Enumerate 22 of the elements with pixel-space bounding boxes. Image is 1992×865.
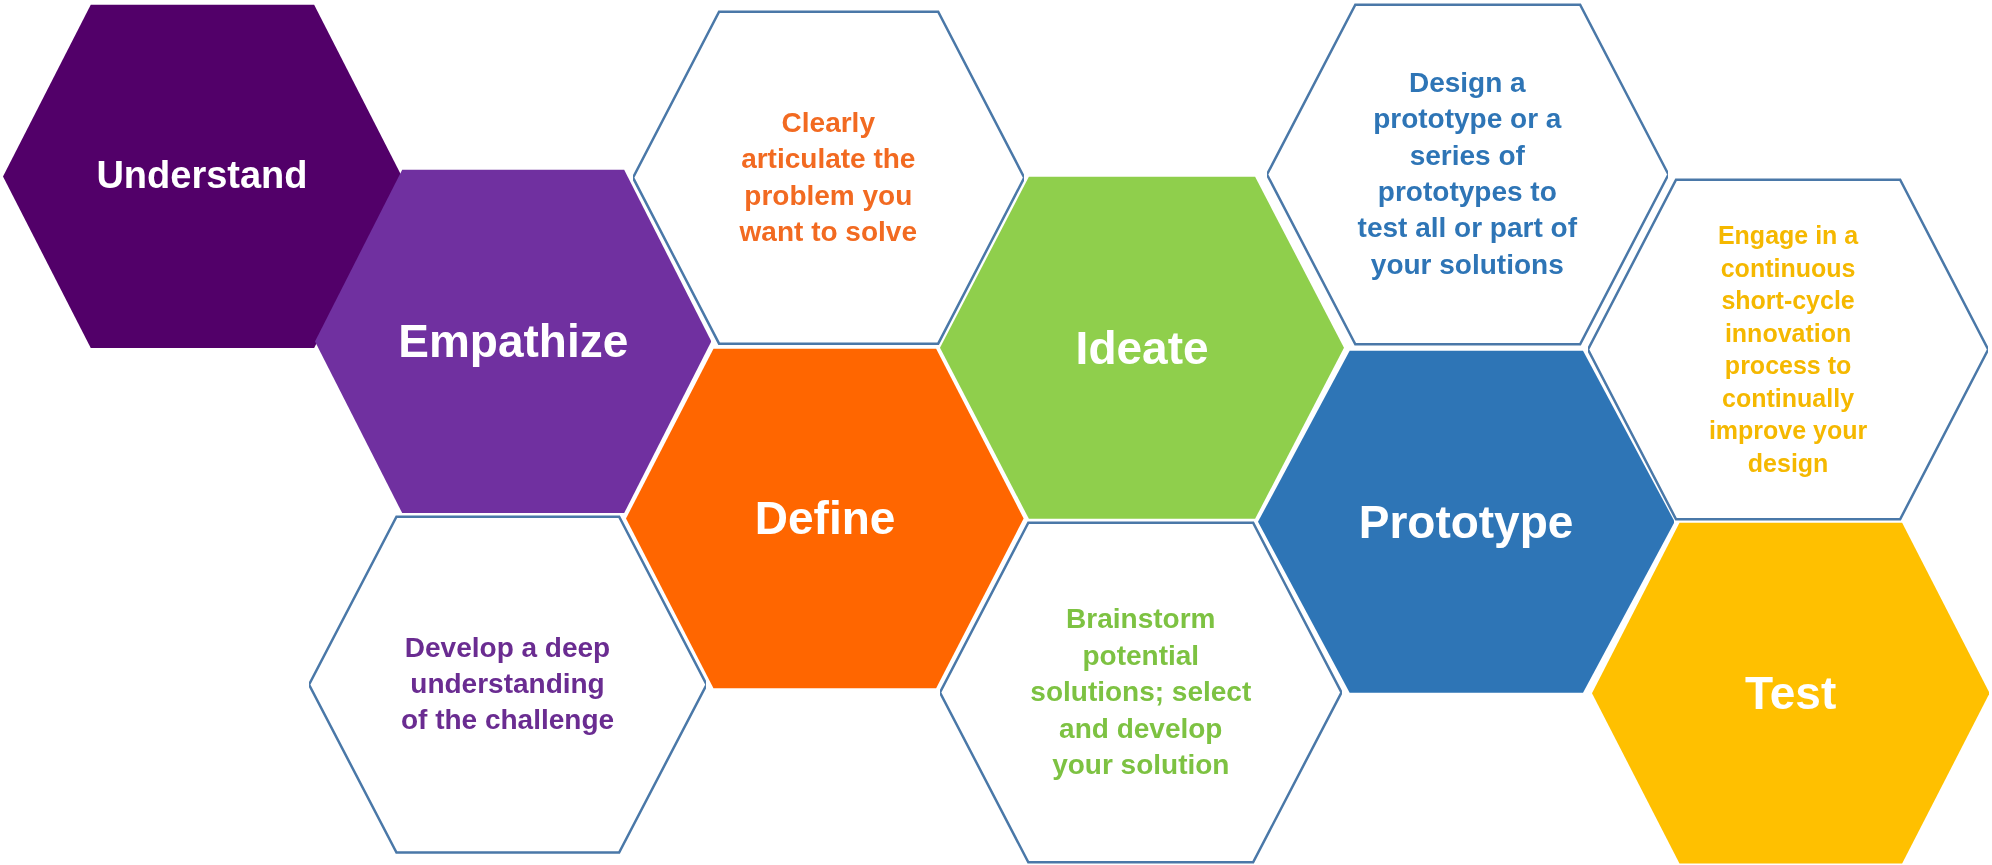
stage-label: Prototype: [1358, 495, 1574, 550]
stage-label: Understand: [96, 154, 308, 198]
description-text: Engage in a continuous short-cycle innovation process to continually improve your design: [1707, 220, 1869, 479]
description-hexagon: [632, 10, 1024, 346]
stage-label: Define: [754, 491, 896, 546]
stage-label: Test: [1745, 666, 1837, 720]
description-text: Brainstorm potential solutions; select and develop your solution: [1029, 602, 1253, 782]
description-hexagon: [308, 514, 707, 854]
stage-hexagon: [1591, 520, 1990, 865]
description-text: Develop a deep understanding of the challenge: [399, 630, 616, 738]
stage-hexagon: [626, 346, 1024, 690]
stage-label: Empathize: [398, 314, 629, 369]
description-hexagon: [1588, 177, 1989, 521]
stage-label: Ideate: [1075, 321, 1209, 376]
stage-hexagon: [1257, 349, 1675, 695]
stage-hexagon: [2, 2, 402, 350]
stage-hexagon: [315, 167, 712, 515]
stage-hexagon: [940, 175, 1345, 521]
description-text: Clearly articulate the problem you want to solve: [738, 106, 918, 250]
description-text: Design a prototype or a series of prototypes to test all or part of your solutions: [1356, 65, 1578, 282]
description-hexagon: [940, 520, 1342, 864]
description-hexagon: [1266, 2, 1669, 346]
